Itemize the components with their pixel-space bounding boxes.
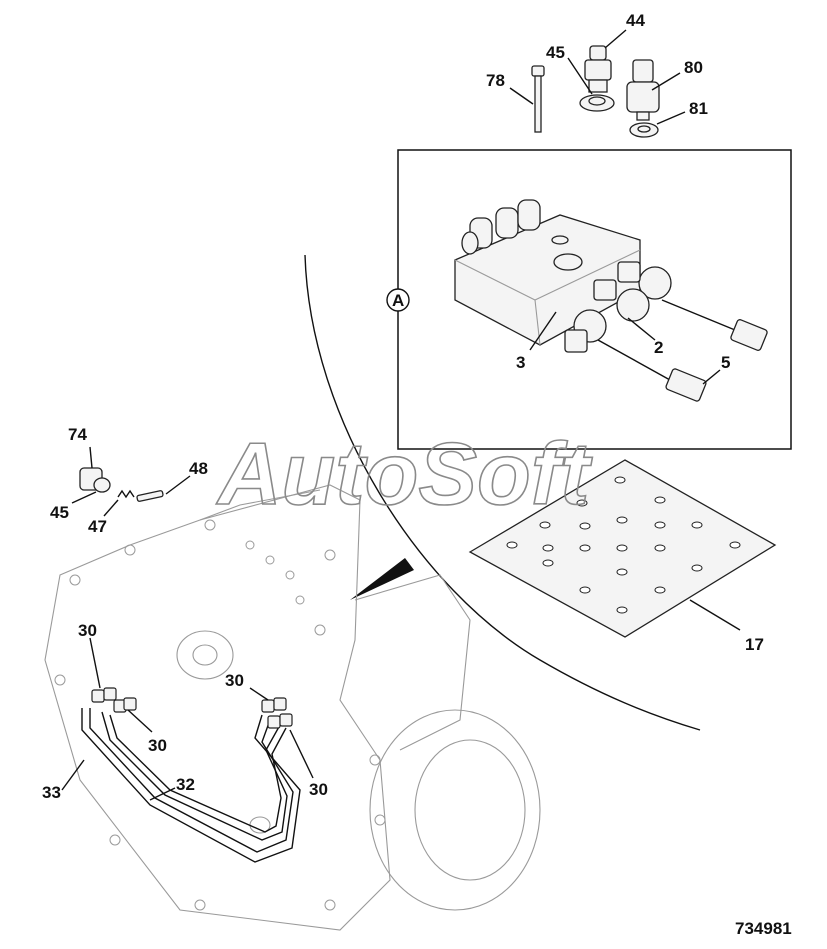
callout-3: 3 — [516, 353, 525, 372]
sensor-80 — [626, 59, 660, 121]
callout-33: 33 — [42, 783, 61, 802]
fitting-74 — [79, 467, 111, 493]
callout-45-top: 45 — [546, 43, 565, 62]
spring-47 — [117, 489, 135, 499]
callout-30-c: 30 — [225, 671, 244, 690]
callout-5: 5 — [721, 353, 730, 372]
view-marker: A — [386, 288, 410, 312]
callout-74: 74 — [68, 425, 87, 444]
callout-30-d: 30 — [309, 780, 328, 799]
callout-17: 17 — [745, 635, 764, 654]
washer-45-top — [579, 94, 615, 112]
callout-80: 80 — [684, 58, 703, 77]
solenoid-valve-block — [454, 199, 768, 402]
callout-47: 47 — [88, 517, 107, 536]
drawing-number: 734981 — [735, 919, 792, 938]
view-pointer-arrow — [350, 558, 414, 600]
svg-text:A: A — [392, 291, 404, 310]
bolt-78 — [531, 65, 545, 133]
washer-81 — [629, 122, 659, 138]
valve-48 — [136, 490, 164, 502]
pipe-assembly — [81, 708, 301, 863]
callout-81: 81 — [689, 99, 708, 118]
callout-48: 48 — [189, 459, 208, 478]
callout-2: 2 — [654, 338, 663, 357]
detail-arc — [304, 254, 701, 731]
callout-45-left: 45 — [50, 503, 69, 522]
watermark: AutoSoft — [216, 424, 593, 523]
gasket-plate-17 — [468, 459, 777, 638]
callout-30-a: 30 — [78, 621, 97, 640]
plug-44 — [584, 45, 612, 93]
callout-78: 78 — [486, 71, 505, 90]
callout-44: 44 — [626, 11, 645, 30]
callout-30-b: 30 — [148, 736, 167, 755]
callout-32: 32 — [176, 775, 195, 794]
transmission-housing — [44, 484, 541, 931]
fittings-30 — [91, 687, 293, 729]
